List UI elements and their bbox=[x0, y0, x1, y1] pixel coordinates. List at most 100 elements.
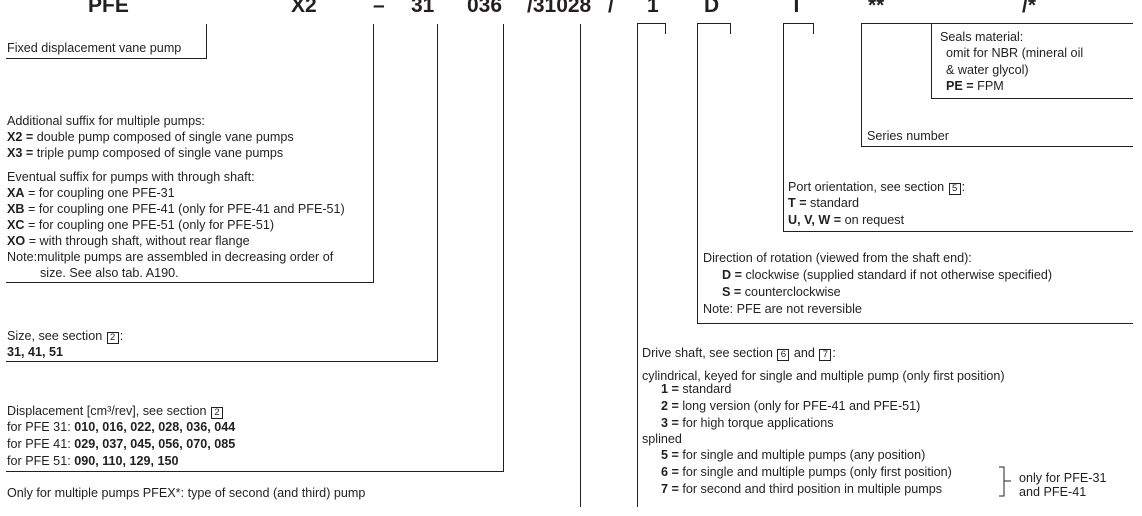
connector-line bbox=[6, 58, 207, 59]
shaft-option-7-text: for second and third position in multipl… bbox=[678, 482, 943, 496]
section-ref-7: 7 bbox=[819, 349, 832, 361]
code-x2: X2 bbox=[291, 0, 317, 17]
connector-line bbox=[637, 23, 638, 507]
port-title-colon: : bbox=[961, 180, 966, 194]
section-ref-5: 5 bbox=[948, 183, 961, 195]
connector-line bbox=[580, 24, 581, 507]
shaft-splined: splined bbox=[642, 432, 682, 446]
fixed-displacement-label: Fixed displacement vane pump bbox=[7, 41, 182, 55]
code-series: ** bbox=[868, 0, 885, 17]
shaft-option-7: 7 = for second and third position in mul… bbox=[661, 482, 942, 497]
rotation-s-code: S = bbox=[722, 285, 742, 299]
size-title-colon: : bbox=[119, 329, 124, 343]
section-ref-6: 6 bbox=[777, 349, 790, 361]
port-t-text: standard bbox=[806, 196, 860, 210]
rotation-d-text: clockwise (supplied standard if not othe… bbox=[741, 268, 1053, 282]
section-ref-2: 2 bbox=[210, 407, 223, 419]
port-t: T = standard bbox=[788, 196, 859, 211]
displacement-pfe31: for PFE 31: 010, 016, 022, 028, 036, 044 bbox=[7, 420, 235, 435]
through-xc-code: XC bbox=[7, 218, 25, 232]
displacement-pfe31-values: 010, 016, 022, 028, 036, 044 bbox=[74, 420, 236, 434]
shaft-option-6-code: 6 = bbox=[661, 465, 679, 479]
size-values-text: 31, 41, 51 bbox=[7, 345, 64, 359]
rotation-title: Direction of rotation (viewed from the s… bbox=[703, 251, 972, 265]
code-slash: / bbox=[608, 0, 614, 17]
size-values: 31, 41, 51 bbox=[7, 345, 63, 360]
shaft-option-1: 1 = standard bbox=[661, 382, 731, 397]
through-xo: XO = with through shaft, without rear fl… bbox=[7, 234, 250, 249]
through-xb-code: XB bbox=[7, 202, 25, 216]
suffix-x3-text: triple pump composed of single vane pump… bbox=[33, 146, 284, 160]
displacement-title-text: Displacement [cm³/rev], see section bbox=[7, 404, 210, 418]
connector-line bbox=[437, 24, 438, 362]
port-title: Port orientation, see section 5: bbox=[788, 180, 965, 195]
brace-icon bbox=[999, 466, 1011, 497]
connector-line bbox=[931, 23, 932, 99]
through-title: Eventual suffix for pumps with through s… bbox=[7, 170, 255, 184]
shaft-option-1-text: standard bbox=[678, 382, 732, 396]
rotation-d: D = clockwise (supplied standard if not … bbox=[722, 268, 1052, 283]
connector-line bbox=[730, 23, 731, 34]
shaft-option-2-text: long version (only for PFE-41 and PFE-51… bbox=[678, 399, 921, 413]
through-xc: XC = for coupling one PFE-51 (only for P… bbox=[7, 218, 274, 233]
port-title-text: Port orientation, see section bbox=[788, 180, 948, 194]
connector-line bbox=[503, 24, 504, 472]
shaft-option-3-code: 3 = bbox=[661, 416, 679, 430]
code-drive-shaft: 1 bbox=[647, 0, 659, 17]
seals-pe: PE = FPM bbox=[946, 79, 1004, 94]
shaft-title-and: and bbox=[790, 346, 819, 360]
code-size: 31 bbox=[411, 0, 435, 17]
connector-line bbox=[931, 23, 1133, 24]
through-xc-text: = for coupling one PFE-51 (only for PFE-… bbox=[24, 218, 275, 232]
seals-line2: & water glycol) bbox=[946, 63, 1029, 77]
suffix-x2: X2 = double pump composed of single vane… bbox=[7, 130, 294, 145]
displacement-pfe41: for PFE 41: 029, 037, 045, 056, 070, 085 bbox=[7, 437, 235, 452]
seals-pe-text: FPM bbox=[973, 79, 1004, 93]
shaft-title-text: Drive shaft, see section bbox=[642, 346, 777, 360]
suffix-title: Additional suffix for multiple pumps: bbox=[7, 114, 205, 128]
shaft-only-note-line2: and PFE-41 bbox=[1019, 485, 1087, 499]
shaft-option-5-text: for single and multiple pumps (any posit… bbox=[678, 448, 926, 462]
section-ref-2: 2 bbox=[106, 332, 119, 344]
connector-line bbox=[6, 471, 504, 472]
rotation-s: S = counterclockwise bbox=[722, 285, 841, 300]
code-seals: /* bbox=[1022, 0, 1037, 17]
shaft-option-5: 5 = for single and multiple pumps (any p… bbox=[661, 448, 925, 463]
connector-line bbox=[206, 24, 207, 59]
rotation-s-text: counterclockwise bbox=[741, 285, 841, 299]
code-port: T bbox=[790, 0, 803, 17]
shaft-title-colon: : bbox=[832, 346, 836, 360]
displacement-pfe41-values: 029, 037, 045, 056, 070, 085 bbox=[74, 437, 236, 451]
rotation-d-code: D = bbox=[722, 268, 742, 282]
through-xa: XA = for coupling one PFE-31 bbox=[7, 186, 175, 201]
suffix-x2-text: double pump composed of single vane pump… bbox=[33, 130, 294, 144]
shaft-option-6-text: for single and multiple pumps (only firs… bbox=[678, 465, 952, 479]
displacement-pfe51-label: for PFE 51: bbox=[7, 454, 75, 468]
through-xo-text: = with through shaft, without rear flang… bbox=[25, 234, 250, 248]
shaft-option-1-code: 1 = bbox=[661, 382, 679, 396]
seals-title: Seals material: bbox=[940, 30, 1024, 44]
code-second-pump: /31028 bbox=[527, 0, 592, 17]
seals-line1: omit for NBR (mineral oil bbox=[946, 46, 1084, 60]
displacement-pfe51-values: 090, 110, 129, 150 bbox=[74, 454, 179, 468]
size-title-text: Size, see section bbox=[7, 329, 106, 343]
through-xo-code: XO bbox=[7, 234, 26, 248]
size-title: Size, see section 2: bbox=[7, 329, 123, 344]
connector-line bbox=[6, 361, 438, 362]
shaft-option-6: 6 = for single and multiple pumps (only … bbox=[661, 465, 952, 480]
port-t-code: T = bbox=[788, 196, 807, 210]
shaft-cylindrical: cylindrical, keyed for single and multip… bbox=[642, 369, 1005, 383]
seals-pe-code: PE = bbox=[946, 79, 974, 93]
connector-line bbox=[931, 98, 1133, 99]
connector-line bbox=[813, 23, 814, 34]
connector-line bbox=[637, 23, 666, 24]
connector-line bbox=[861, 23, 862, 147]
suffix-x3: X3 = triple pump composed of single vane… bbox=[7, 146, 283, 161]
through-note-line2: size. See also tab. A190. bbox=[40, 266, 179, 280]
shaft-option-3: 3 = for high torque applications bbox=[661, 416, 834, 431]
shaft-option-3-text: for high torque applications bbox=[678, 416, 834, 430]
code-pfe: PFE bbox=[88, 0, 129, 17]
connector-line bbox=[783, 231, 1133, 232]
suffix-x2-code: X2 = bbox=[7, 130, 34, 144]
second-pump-label: Only for multiple pumps PFEX*: type of s… bbox=[7, 486, 366, 500]
